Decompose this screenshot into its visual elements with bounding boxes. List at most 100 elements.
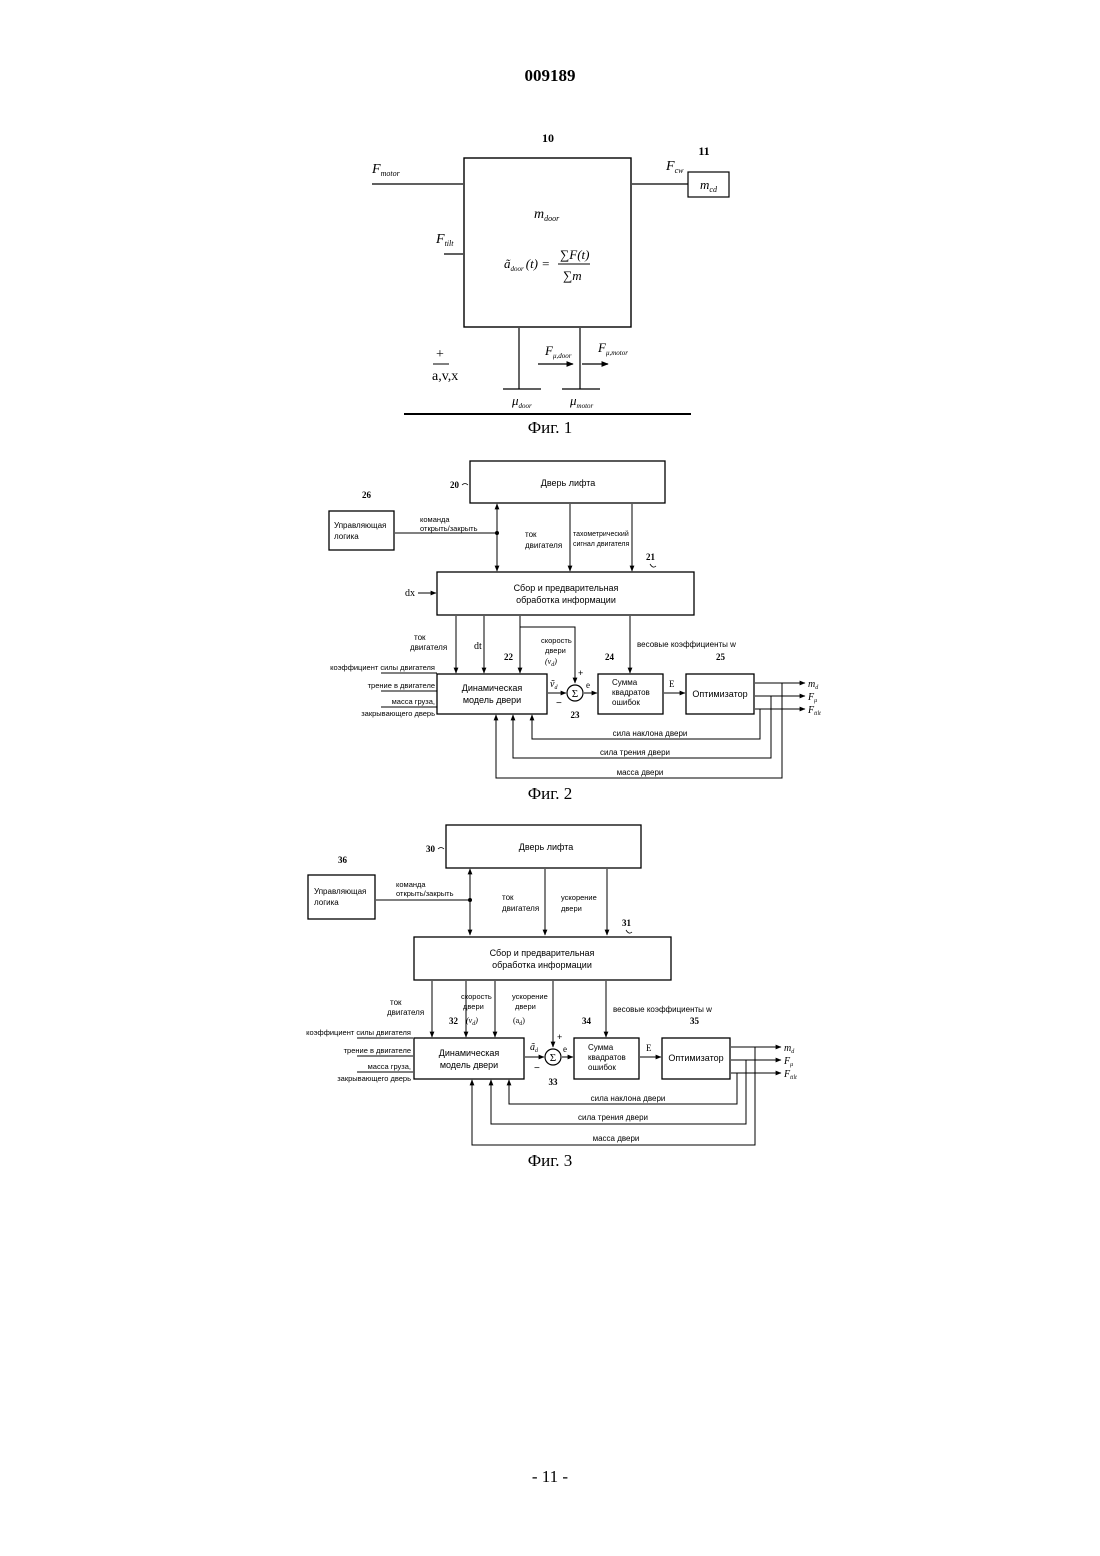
fig3-model-block — [414, 1038, 524, 1079]
fig2-mass-load-label-2: закрывающего дверь — [361, 709, 435, 718]
fig3-model-label-2: модель двери — [440, 1060, 498, 1070]
fig3-weights-label: весовые коэффициенты w — [613, 1005, 712, 1014]
fig3-caption: Фиг. 3 — [528, 1151, 573, 1170]
fig2-model-label-1: Динамическая — [462, 683, 523, 693]
fig2-ref-20-tick — [462, 484, 468, 486]
fig2-current2-label-2: двигателя — [410, 643, 447, 652]
fig2-plus: + — [578, 668, 583, 678]
fig3-collect-label-2: обработка информации — [492, 960, 592, 970]
fig3-collect-label-1: Сбор и предварительная — [490, 948, 595, 958]
fig3-current-label-1: ток — [502, 893, 514, 902]
fig1-ref-11: 11 — [698, 144, 709, 158]
fig3-speed-label-3: (vd) — [466, 1016, 478, 1027]
fig3-current-label-2: двигателя — [502, 904, 539, 913]
fig1-numerator: ∑F(t) — [560, 247, 589, 262]
fig3-ref-31-tick — [626, 930, 632, 933]
fig3-logic-label-1: Управляющая — [314, 887, 366, 896]
fig2-ref-26: 26 — [362, 490, 372, 500]
fig2-logic-block — [329, 511, 394, 550]
fig2-squares-label-1: Сумма — [612, 678, 638, 687]
fig3-e-label: e — [563, 1044, 567, 1054]
fig1-mumotor-label: μmotor — [569, 393, 594, 410]
figure-3: Дверь лифта 30 36 Управляющая логика ком… — [306, 825, 797, 1170]
fig3-ref-34: 34 — [582, 1016, 592, 1026]
fig2-out-fmu-label: Fμ — [807, 692, 817, 704]
fig3-ref-35: 35 — [690, 1016, 700, 1026]
fig2-model-label-2: модель двери — [463, 695, 521, 705]
fig1-fmotor-label: Fmotor — [371, 162, 401, 178]
fig2-ref-23: 23 — [571, 710, 581, 720]
fig3-fb-mass-label: масса двери — [593, 1134, 640, 1143]
fig2-current-label-2: двигателя — [525, 541, 562, 550]
fig1-plus: + — [436, 347, 444, 362]
fig2-out-m-label: md — [808, 679, 819, 691]
fig1-adoor-label: ãdoor(t) = — [504, 256, 550, 273]
fig3-fb-friction-label: сила трения двери — [578, 1113, 648, 1122]
fig1-avx: a,v,x — [432, 369, 458, 384]
fig1-ftilt-label: Ftilt — [435, 232, 454, 248]
fig2-door-label: Дверь лифта — [541, 478, 596, 488]
fig2-speed-label-3: (vd) — [545, 657, 557, 668]
page-footer: - 11 - — [0, 1467, 1100, 1487]
fig3-cmd-label-2: открыть/закрыть — [396, 889, 454, 898]
fig2-logic-label-1: Управляющая — [334, 521, 386, 530]
fig3-minus: − — [534, 1063, 540, 1074]
fig3-squares-label-3: ошибок — [588, 1063, 616, 1072]
fig3-mass-load-label-1: масса груза, — [368, 1062, 411, 1071]
fig3-fb-tilt-label: сила наклона двери — [591, 1094, 666, 1103]
fig1-mcd-label: mcd — [700, 177, 718, 194]
figure-1: 10 Fmotor Ftilt Fcw 11 mcd mdoor ãdoor(t… — [371, 131, 729, 437]
fig3-out-ftilt-label: Ftilt — [783, 1069, 797, 1081]
fig2-fb-friction-label: сила трения двери — [600, 748, 670, 757]
fig3-squares-label-2: квадратов — [588, 1053, 626, 1062]
fig3-ref-30-tick — [438, 848, 444, 850]
fig2-ref-25: 25 — [716, 652, 726, 662]
fig1-mdoor-label: mdoor — [534, 207, 560, 223]
fig1-caption: Фиг. 1 — [528, 418, 573, 437]
fig3-current2-label-2: двигателя — [387, 1008, 424, 1017]
fig2-dx-label: dx — [405, 588, 415, 599]
fig3-accel2-label-3: (ad) — [513, 1016, 525, 1027]
fig3-door-label: Дверь лифта — [519, 842, 574, 852]
fig3-E-label: E — [646, 1043, 652, 1053]
fig2-caption: Фиг. 2 — [528, 784, 573, 803]
fig3-ref-36: 36 — [338, 855, 348, 865]
fig1-fmumotor-label: Fμ,motor — [597, 340, 628, 357]
fig2-optimizer-label: Оптимизатор — [692, 689, 747, 699]
fig2-coef-label: коэффициент силы двигателя — [330, 663, 435, 672]
fig3-accel2-label-2: двери — [515, 1002, 536, 1011]
fig2-collect-block — [437, 572, 694, 615]
fig2-out-ftilt-label: Ftilt — [807, 705, 821, 717]
fig2-collect-label-1: Сбор и предварительная — [514, 583, 619, 593]
fig2-fb-mass-label: масса двери — [617, 768, 664, 777]
fig2-speed-label-2: двери — [545, 646, 566, 655]
fig2-mass-load-label-1: масса груза, — [392, 697, 435, 706]
fig2-current2-label-1: ток — [414, 633, 426, 642]
fig2-sum-sigma: Σ — [572, 688, 578, 700]
fig3-ref-32: 32 — [449, 1016, 459, 1026]
fig2-E-label: E — [669, 679, 675, 689]
fig2-ref-24: 24 — [605, 652, 615, 662]
fig2-ref-21: 21 — [646, 552, 656, 562]
fig1-denominator: ∑m — [563, 268, 582, 283]
fig3-ref-33: 33 — [549, 1077, 559, 1087]
fig1-ref-10: 10 — [542, 131, 554, 145]
fig2-minus: − — [556, 698, 562, 709]
fig3-coef-label: коэффициент силы двигателя — [306, 1028, 411, 1037]
fig1-door-block — [464, 158, 631, 327]
fig3-cmd-label-1: команда — [396, 880, 426, 889]
fig2-tacho-label-1: тахометрический — [573, 530, 629, 538]
fig3-out-fmu-label: Fμ — [783, 1056, 793, 1068]
fig2-collect-label-2: обработка информации — [516, 595, 616, 605]
fig3-speed-label-2: двери — [463, 1002, 484, 1011]
fig2-logic-label-2: логика — [334, 532, 359, 541]
fig1-mudoor-label: μdoor — [511, 393, 532, 410]
fig1-fcw-label: Fcw — [665, 159, 684, 175]
fig2-model-block — [437, 674, 547, 714]
fig2-squares-label-3: ошибок — [612, 698, 640, 707]
fig2-fb-tilt-label: сила наклона двери — [613, 729, 688, 738]
fig2-ref-20: 20 — [450, 480, 460, 490]
fig3-friction-motor-label: трение в двигателе — [344, 1046, 411, 1055]
fig3-sum-sigma: Σ — [550, 1052, 556, 1064]
